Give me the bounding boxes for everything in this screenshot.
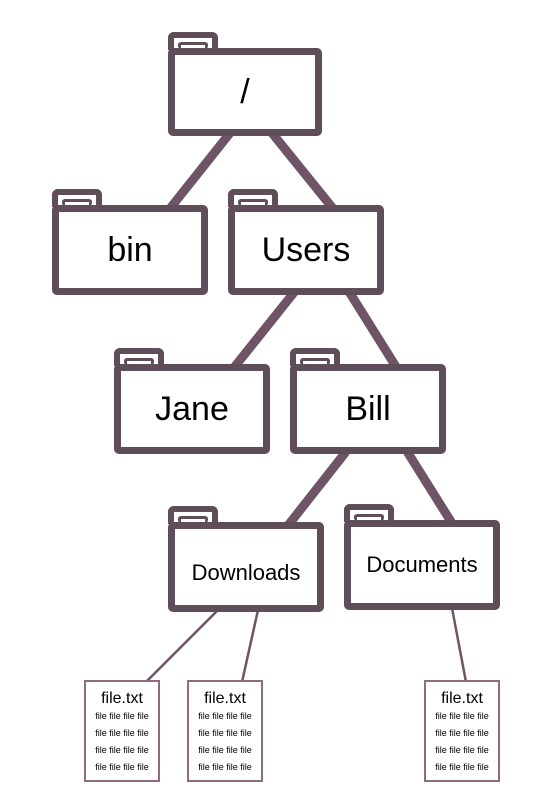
connector-root-bin	[163, 128, 235, 216]
folder-root[interactable]: /	[168, 32, 322, 136]
folder-body: Documents	[344, 520, 500, 610]
folder-label-users: Users	[261, 230, 351, 269]
folder-label-documents: Documents	[366, 552, 478, 577]
file-text-line: file file file file	[95, 745, 149, 755]
folder-documents[interactable]: Documents	[344, 504, 500, 610]
file-text-line: file file file file	[198, 762, 252, 772]
file-text-line: file file file file	[198, 728, 252, 738]
folder-body: Users	[228, 205, 384, 295]
folder-label-bin: bin	[107, 230, 153, 269]
connector-users-jane	[227, 285, 301, 375]
file-1[interactable]: file.txt file file file file file file f…	[84, 680, 160, 782]
connector-root-users	[267, 128, 340, 216]
folder-body: Bill	[290, 364, 446, 454]
file-text-line: file file file file	[95, 728, 149, 738]
folder-body: Jane	[114, 364, 270, 454]
folder-body: /	[168, 48, 322, 136]
file-title: file.txt	[441, 690, 483, 707]
file-text-line: file file file file	[435, 762, 489, 772]
folder-tab	[114, 348, 164, 366]
file-text-line: file file file file	[435, 728, 489, 738]
file-title: file.txt	[101, 690, 143, 707]
file-title: file.txt	[204, 690, 246, 707]
file-3[interactable]: file.txt file file file file file file f…	[424, 680, 500, 782]
file-text-line: file file file file	[198, 745, 252, 755]
connector-users-bill	[343, 285, 403, 375]
folder-body: Downloads	[168, 522, 324, 612]
folder-bill[interactable]: Bill	[290, 348, 446, 454]
folder-tab	[228, 189, 278, 207]
folder-bin[interactable]: bin	[52, 189, 208, 295]
folder-label-jane: Jane	[155, 389, 229, 428]
connector-documents-file3	[450, 607, 468, 683]
folder-tab	[344, 504, 394, 522]
folder-label-bill: Bill	[345, 389, 391, 428]
folder-downloads[interactable]: Downloads	[168, 506, 324, 612]
folder-tab	[168, 32, 218, 50]
folder-label-downloads: Downloads	[191, 560, 301, 585]
file-text-line: file file file file	[435, 711, 489, 721]
file-text-line: file file file file	[198, 711, 252, 721]
connector-downloads-file2	[240, 609, 260, 683]
folder-users[interactable]: Users	[228, 189, 384, 295]
connector-bill-documents	[403, 448, 460, 533]
folder-tab	[52, 189, 102, 207]
folder-jane[interactable]: Jane	[114, 348, 270, 454]
folder-label-root: /	[240, 72, 250, 111]
folder-tab	[290, 348, 340, 366]
file-text-line: file file file file	[95, 711, 149, 721]
file-2[interactable]: file.txt file file file file file file f…	[187, 680, 263, 782]
connector-downloads-file1	[145, 609, 219, 683]
folder-body: bin	[52, 205, 208, 295]
file-text-line: file file file file	[435, 745, 489, 755]
folder-tab	[168, 506, 218, 524]
file-text-line: file file file file	[95, 762, 149, 772]
connector-bill-downloads	[281, 448, 350, 533]
